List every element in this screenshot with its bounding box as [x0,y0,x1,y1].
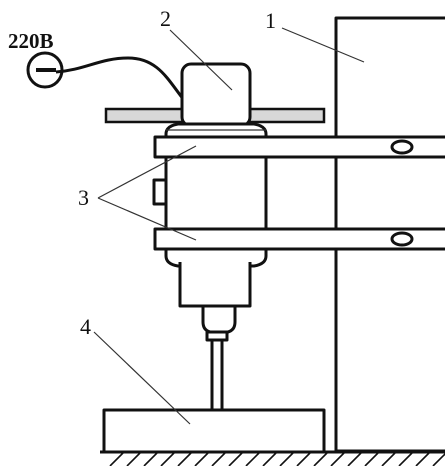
floor-hatch-stroke [194,452,209,466]
side-switch [152,178,168,206]
callout-2: 2 [160,6,171,31]
floor-hatch-stroke [398,452,413,466]
callout-3: 3 [78,185,89,210]
power-socket [26,51,64,89]
floor-hatch-stroke [109,452,124,466]
upper-clamp-arm [153,135,445,159]
floor-hatch-stroke [364,452,379,466]
floor-hatch-stroke [347,452,362,466]
leader-3b [97,197,197,241]
floor-hatch-stroke [415,452,430,466]
floor-hatch-stroke [381,452,396,466]
leader-1 [281,27,365,63]
lower-clamp-arm [153,227,445,251]
base-plate [102,408,326,454]
drill-nose [178,262,252,308]
floor-hatch-stroke [177,452,192,466]
chuck [201,304,237,334]
floor-hatch-stroke [211,452,226,466]
leader-4 [93,331,191,425]
drill-bit [210,338,224,412]
floor-hatch-stroke [126,452,141,466]
floor-hatch-stroke [262,452,277,466]
floor-hatch-stroke [432,452,445,466]
floor-hatch-stroke [279,452,294,466]
floor-hatch-stroke [228,452,243,466]
floor-hatch-stroke [160,452,175,466]
floor-hatch-stroke [245,452,260,466]
floor-hatch-stroke [143,452,158,466]
callout-1: 1 [265,8,276,33]
floor-hatch-stroke [313,452,328,466]
motor-cap [180,62,252,128]
callout-4: 4 [80,314,91,339]
floor-hatch-stroke [330,452,345,466]
lower-clamp-bolt [390,231,414,247]
upper-clamp-bolt [390,139,414,155]
power-cable [55,56,186,101]
floor-hatching [109,452,445,466]
leader-2 [169,29,233,91]
leader-3a [97,145,197,199]
voltage-label: 220B [8,29,54,53]
floor-hatch-stroke [296,452,311,466]
